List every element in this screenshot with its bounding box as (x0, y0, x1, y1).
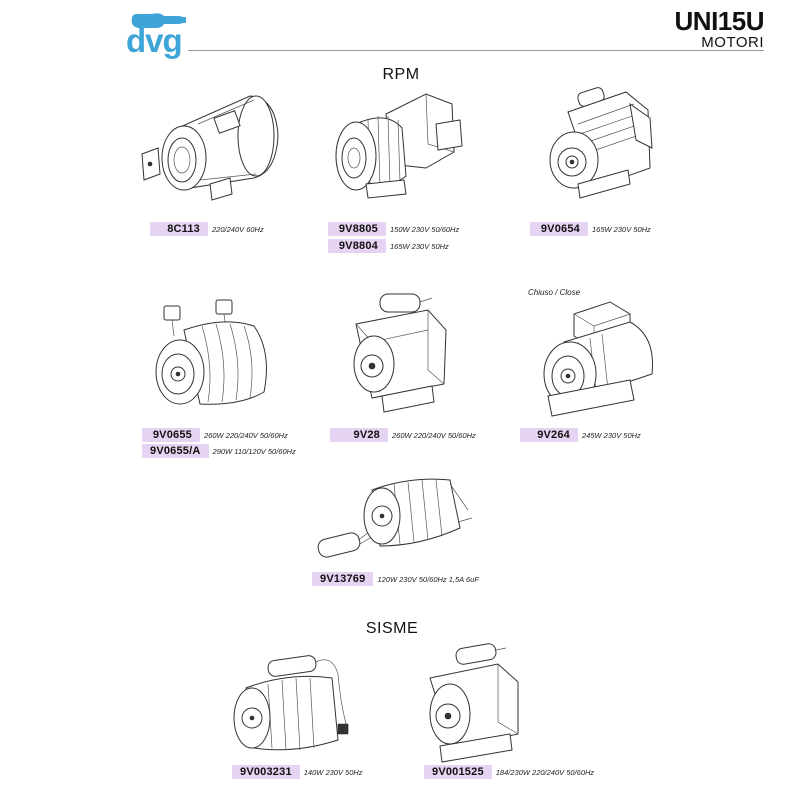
logo-text: dvg (126, 22, 183, 59)
section-title-sisme: SISME (365, 620, 419, 637)
part-spec: 260W 220/240V 50/60Hz (392, 430, 476, 440)
page-subtitle: MOTORI (701, 34, 764, 51)
part-code: 9V0655/A (142, 444, 209, 458)
motor-9v0654-illustration (538, 84, 658, 212)
part-code: 9V13769 (312, 572, 374, 586)
part-row-8c113: 8C113 220/240V 60Hz (150, 222, 264, 236)
part-code: 9V003231 (232, 765, 300, 779)
motor-9v13769-illustration (310, 470, 474, 570)
part-row-9v8804: 9V8804 165W 230V 50Hz (328, 239, 449, 253)
part-spec: 165W 230V 50Hz (390, 241, 449, 251)
part-code: 9V8804 (328, 239, 386, 253)
part-spec: 140W 230V 50Hz (303, 767, 363, 777)
part-row-9v8805: 9V8805 150W 230V 50/60Hz (328, 222, 459, 236)
part-spec: 150W 230V 50/60Hz (390, 224, 460, 234)
motor-9v28-illustration (336, 290, 456, 418)
motor-8c113-illustration (138, 88, 288, 206)
part-code: 9V8805 (328, 222, 386, 236)
motor-9v8805-illustration (326, 84, 466, 212)
part-spec: 220/240V 60Hz (212, 224, 264, 234)
motor-9v0655-illustration (144, 296, 274, 424)
page-title: UNI15U (674, 6, 765, 36)
part-spec: 290W 110/120V 50/60Hz (212, 446, 296, 456)
motor-9v264-illustration (534, 296, 660, 422)
part-spec: 260W 220/240V 50/60Hz (204, 430, 288, 440)
motor-9v001525-illustration (418, 640, 528, 766)
part-code: 8C113 (150, 222, 208, 236)
part-code: 9V001525 (424, 765, 492, 779)
part-row-9v0654: 9V0654 165W 230V 50Hz (530, 222, 651, 236)
part-spec: 184/230W 220/240V 50/60Hz (495, 767, 595, 777)
part-row-9v0655a: 9V0655/A 290W 110/120V 50/60Hz (142, 444, 296, 458)
section-title-rpm: RPM (382, 66, 420, 83)
part-code: 9V264 (520, 428, 578, 442)
closed-note: Chiuso / Close (528, 288, 581, 297)
logo-icon (131, 13, 186, 28)
part-code: 9V28 (330, 428, 388, 442)
motor-9v003231-illustration (228, 644, 358, 766)
part-row-9v13769: 9V13769 120W 230V 50/60Hz 1,5A 6uF (312, 572, 479, 586)
part-spec: 120W 230V 50/60Hz 1,5A 6uF (377, 574, 479, 584)
part-row-9v28: 9V28 260W 220/240V 50/60Hz (330, 428, 476, 442)
part-row-9v001525: 9V001525 184/230W 220/240V 50/60Hz (424, 765, 594, 779)
part-spec: 165W 230V 50Hz (592, 224, 651, 234)
part-row-9v003231: 9V003231 140W 230V 50Hz (232, 765, 363, 779)
part-spec: 245W 230V 50Hz (582, 430, 641, 440)
header-divider (188, 50, 764, 51)
part-code: 9V0654 (530, 222, 588, 236)
part-row-9v0655: 9V0655 260W 220/240V 50/60Hz (142, 428, 288, 442)
part-row-9v264: 9V264 245W 230V 50Hz (520, 428, 641, 442)
part-code: 9V0655 (142, 428, 200, 442)
